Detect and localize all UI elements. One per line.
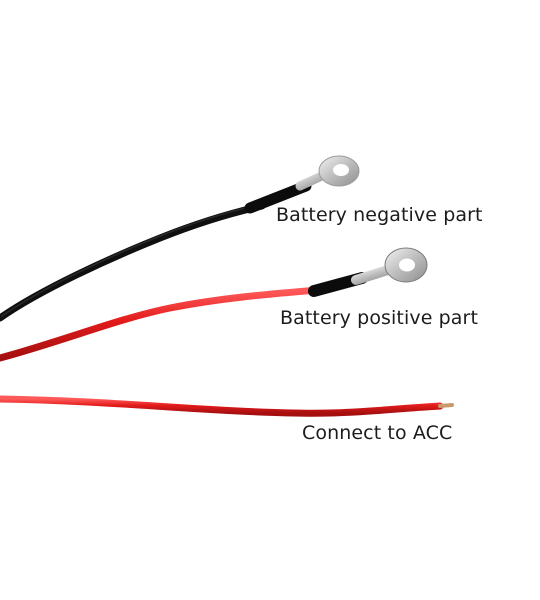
- label-connect-acc: Connect to ACC: [302, 422, 453, 444]
- positive-wire-cable: [0, 286, 322, 362]
- negative-wire: [0, 155, 360, 322]
- label-battery-negative: Battery negative part: [276, 204, 483, 226]
- negative-ring-terminal-icon: [295, 155, 360, 191]
- acc-wire: [0, 395, 454, 417]
- acc-wire-tip: [438, 403, 454, 408]
- positive-ring-terminal-icon: [351, 247, 428, 285]
- label-battery-positive: Battery positive part: [280, 307, 478, 329]
- negative-heat-shrink: [244, 180, 312, 214]
- acc-wire-cable: [0, 395, 444, 417]
- negative-wire-cable: [0, 202, 266, 322]
- positive-wire: [0, 247, 428, 362]
